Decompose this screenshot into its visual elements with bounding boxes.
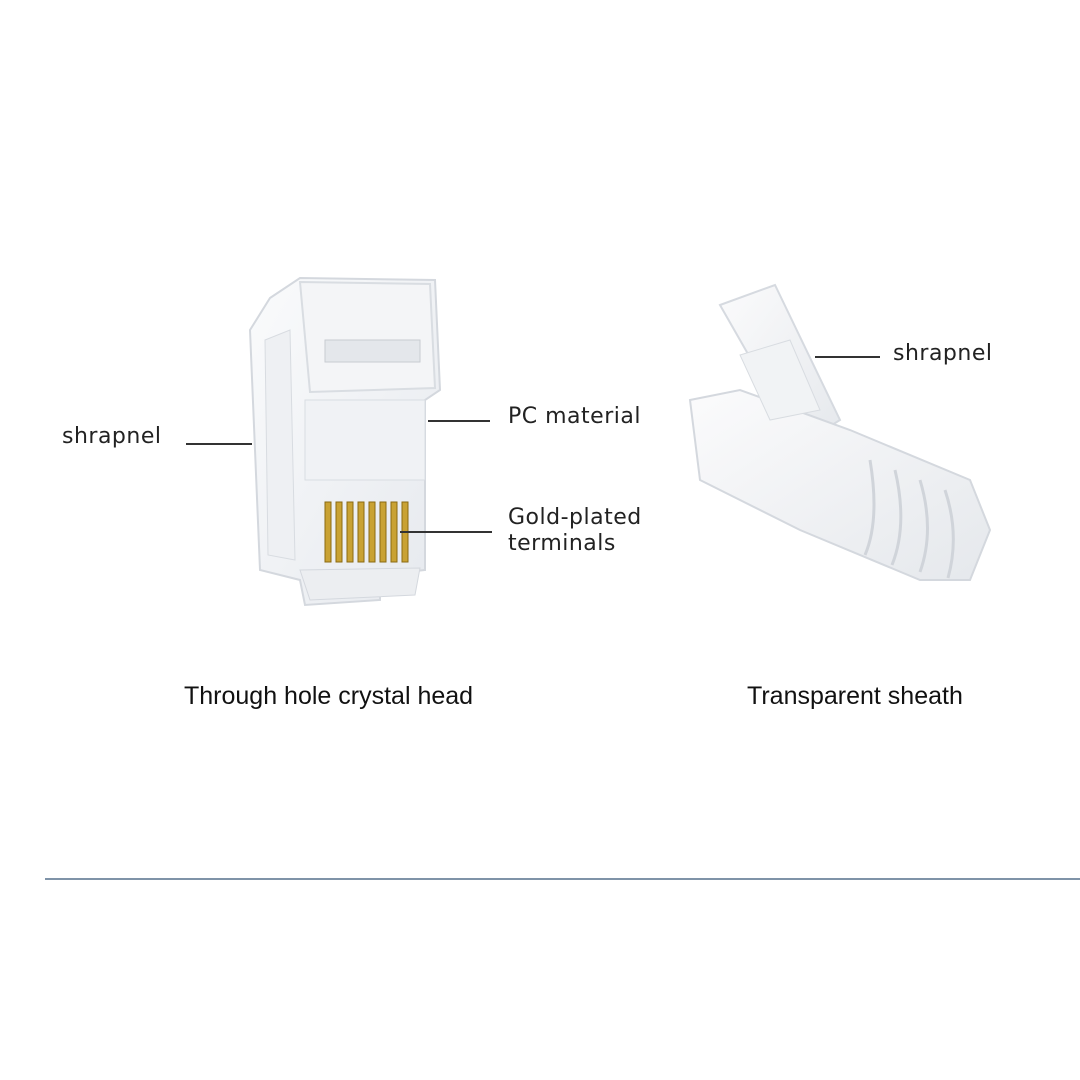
pc-material-leader-line (428, 420, 490, 422)
right-shrapnel-leader-line (815, 356, 880, 358)
pc-material-label: PC material (508, 404, 641, 429)
gold-terminals-label-line2: terminals (508, 531, 616, 556)
gold-terminals-label-line1: Gold-plated (508, 505, 642, 530)
horizontal-divider (45, 878, 1080, 880)
left-shrapnel-leader-line (186, 443, 252, 445)
right-part-caption: Transparent sheath (747, 682, 963, 710)
gold-terminals-leader-line (400, 531, 492, 533)
left-shrapnel-label: shrapnel (62, 424, 162, 449)
rj45-crystal-head-image (248, 276, 442, 607)
left-part-caption: Through hole crystal head (184, 682, 474, 710)
transparent-sheath-image (688, 283, 992, 581)
right-shrapnel-label: shrapnel (893, 341, 993, 366)
